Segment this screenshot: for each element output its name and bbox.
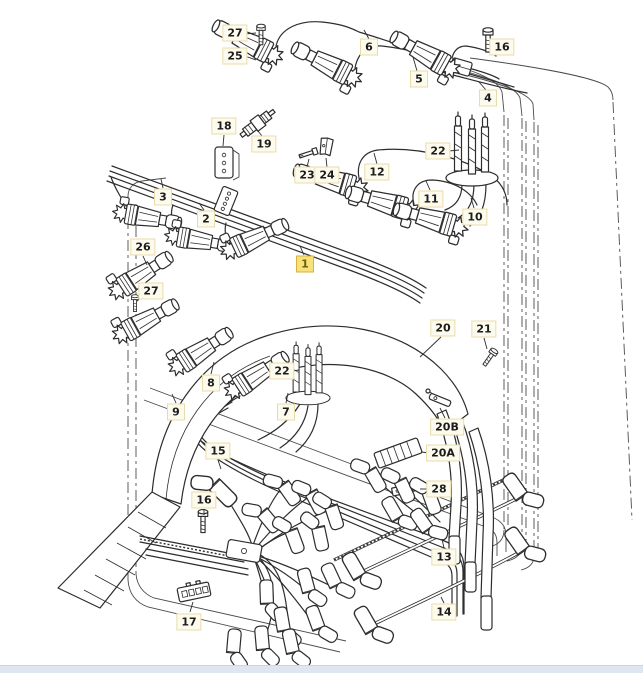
part-label-10[interactable]: 10 [462,208,488,226]
connector-block-17 [176,579,212,603]
part-label-22[interactable]: 22 [269,362,295,380]
screw-23 [298,147,319,159]
part-label-27[interactable]: 27 [222,24,248,42]
part-label-8[interactable]: 8 [202,374,220,392]
part-label-9[interactable]: 9 [167,403,185,421]
clip-20B [425,388,452,407]
part-label-5[interactable]: 5 [410,70,428,88]
horizontal-scrollbar[interactable] [0,665,643,673]
ribbed-plate-20A [373,437,423,469]
pencil-plug-set-right [446,112,498,186]
clamp-24 [319,137,334,157]
part-label-26[interactable]: 26 [130,238,156,256]
part-label-16[interactable]: 16 [489,38,515,56]
part-label-12[interactable]: 12 [364,163,390,181]
part-label-27[interactable]: 27 [138,282,164,300]
part-label-6[interactable]: 6 [360,38,378,56]
part-label-1-highlighted[interactable]: 1 [296,255,314,273]
bolt-21 [480,346,500,369]
part-label-15[interactable]: 15 [205,442,231,460]
connector-15 [183,462,240,519]
part-label-13[interactable]: 13 [431,548,457,566]
part-label-11[interactable]: 11 [418,190,444,208]
part-label-17[interactable]: 17 [176,613,202,631]
part-label-19[interactable]: 19 [251,135,277,153]
label-leader-lines [136,29,494,613]
mounting-bolt-16-bottom [197,509,209,534]
part-label-16[interactable]: 16 [191,491,217,509]
part-label-25[interactable]: 25 [222,47,248,65]
part-label-14[interactable]: 14 [431,603,457,621]
part-label-21[interactable]: 21 [471,320,497,338]
part-label-18[interactable]: 18 [211,117,237,135]
connector-block-18 [214,146,240,181]
part-label-20B[interactable]: 20B [430,418,464,436]
part-label-20A[interactable]: 20A [426,444,460,462]
cable-guide-arch [57,325,494,631]
part-label-23[interactable]: 23 [294,166,320,184]
part-label-3[interactable]: 3 [154,188,172,206]
cable-rails-bottom [139,535,263,576]
part-label-28[interactable]: 28 [426,480,452,498]
part-label-7[interactable]: 7 [277,403,295,421]
part-label-20[interactable]: 20 [430,319,456,337]
panel-outlines [127,57,633,653]
part-label-4[interactable]: 4 [479,89,497,107]
part-label-22[interactable]: 22 [425,142,451,160]
part-label-24[interactable]: 24 [314,166,340,184]
cable-junction-block-1 [213,185,239,217]
part-label-2[interactable]: 2 [197,210,215,228]
